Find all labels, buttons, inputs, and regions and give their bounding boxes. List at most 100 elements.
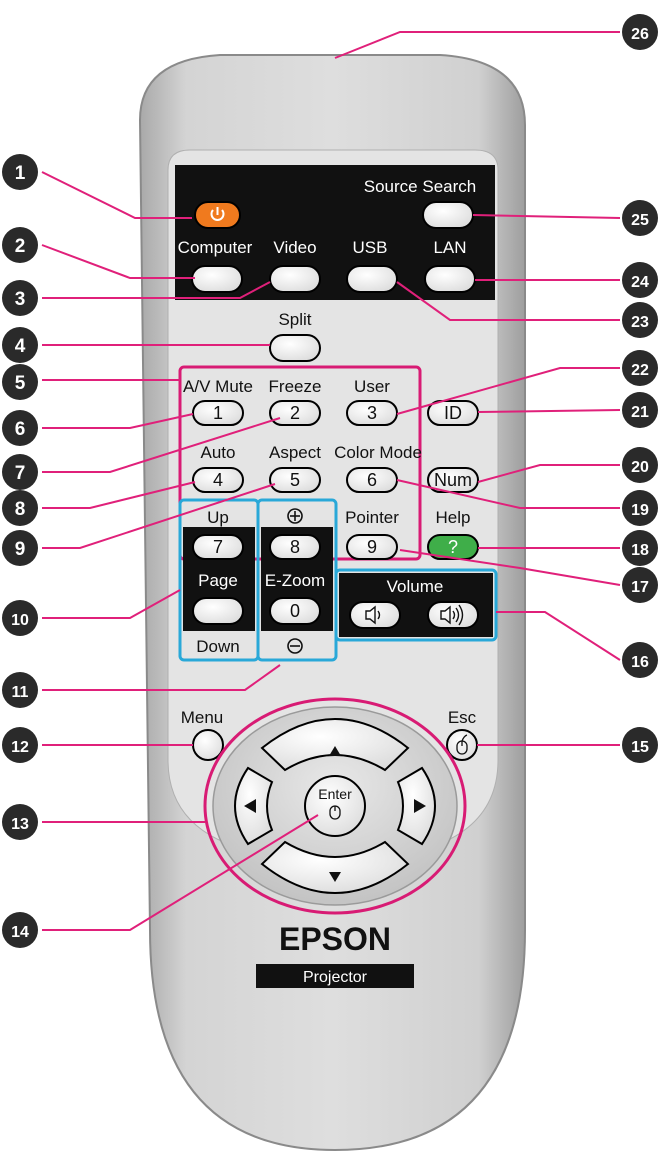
top-black-panel [175,165,495,300]
label-up: Up [207,508,229,527]
callout-8: 8 [2,490,38,526]
callout-4: 4 [2,327,38,363]
callout-line-6 [42,413,194,429]
brand-logo: EPSON [279,921,391,957]
key-8-label: 8 [290,537,300,557]
label-menu: Menu [181,708,224,727]
power-icon [210,207,225,221]
svg-text:6: 6 [15,419,26,440]
label-video: Video [273,238,316,257]
svg-text:25: 25 [631,212,649,229]
key-3-button[interactable]: 3 [346,400,398,426]
num-button[interactable]: Num [427,467,479,493]
callout-3: 3 [2,280,38,316]
svg-text:3: 3 [15,289,26,310]
callout-6: 6 [2,410,38,446]
callout-5: 5 [2,364,38,400]
label-auto: Auto [201,443,236,462]
enter-button[interactable]: Enter [304,775,366,837]
label-usb: USB [353,238,388,257]
arrow-right-button[interactable] [396,766,436,846]
key-9-button[interactable]: 9 [346,534,398,560]
id-button[interactable]: ID [427,400,479,426]
callout-26: 26 [622,14,658,50]
volume-down-button[interactable] [349,601,401,629]
label-e-zoom: E-Zoom [265,571,325,590]
callout-line-21 [477,409,621,413]
volume-up-button[interactable] [427,601,479,629]
key-2-label: 2 [290,403,300,423]
callout-lines [41,31,621,931]
label-help: Help [436,508,471,527]
arrow-right-icon [414,799,426,813]
callout-22: 22 [622,350,658,386]
svg-text:22: 22 [631,362,649,379]
callout-11: 11 [2,672,38,708]
label-source-search: Source Search [364,177,476,196]
speaker-high-icon [440,604,464,626]
svg-text:13: 13 [11,816,29,833]
svg-text:8: 8 [15,499,26,520]
callout-18: 18 [622,530,658,566]
usb-button[interactable] [346,265,398,293]
callout-line-10 [42,589,181,619]
key-8-button[interactable]: 8 [269,534,321,560]
label-computer: Computer [178,238,253,257]
svg-text:17: 17 [631,579,649,596]
key-7-button[interactable]: 7 [192,534,244,560]
callout-13: 13 [2,804,38,840]
svg-text:26: 26 [631,26,649,43]
key-6-button[interactable]: 6 [346,467,398,493]
callout-line-19 [396,479,620,509]
callout-1: 1 [2,154,38,190]
svg-text:16: 16 [631,654,649,671]
callout-line-23 [396,281,620,321]
question-icon: ? [448,537,458,557]
label-aspect: Aspect [269,443,321,462]
lan-button[interactable] [424,265,476,293]
arrow-left-button[interactable] [234,766,274,846]
label-color-mode: Color Mode [334,443,422,462]
callout-line-7 [42,417,281,473]
menu-button[interactable] [192,729,224,761]
svg-text:21: 21 [631,404,649,421]
svg-text:11: 11 [12,684,29,701]
key-1-label: 1 [213,403,223,423]
esc-button[interactable] [446,729,478,761]
video-button[interactable] [269,265,321,293]
direction-pad-outline [203,697,467,915]
svg-text:10: 10 [11,612,29,629]
label-av-mute: A/V Mute [183,377,253,396]
split-button[interactable] [269,334,321,362]
callout-17: 17 [622,567,658,603]
speaker-low-icon [365,605,381,625]
svg-text:20: 20 [631,459,649,476]
callout-line-2 [41,244,195,279]
key-2-button[interactable]: 2 [269,400,321,426]
label-down: Down [196,637,239,656]
key-4-button[interactable]: 4 [192,467,244,493]
computer-button[interactable] [191,265,243,293]
key-5-button[interactable]: 5 [269,467,321,493]
key-0-label: 0 [290,601,300,621]
key-1-button[interactable]: 1 [192,400,244,426]
source-search-button[interactable] [422,201,474,229]
callout-12: 12 [2,727,38,763]
callout-7: 7 [2,454,38,490]
svg-text:2: 2 [15,236,26,257]
label-freeze: Freeze [269,377,322,396]
arrow-up-button[interactable] [260,718,410,772]
key-0-button[interactable]: 0 [269,597,321,625]
label-lan: LAN [433,238,466,257]
num-label: Num [434,470,472,490]
page-down-button[interactable] [192,597,244,625]
callout-line-3 [42,281,271,299]
label-page: Page [198,571,238,590]
power-button[interactable] [194,201,241,229]
callout-2: 2 [2,227,38,263]
callout-line-20 [477,464,620,483]
arrow-down-button[interactable] [260,840,410,894]
svg-text:7: 7 [15,463,26,484]
key-7-label: 7 [213,537,223,557]
